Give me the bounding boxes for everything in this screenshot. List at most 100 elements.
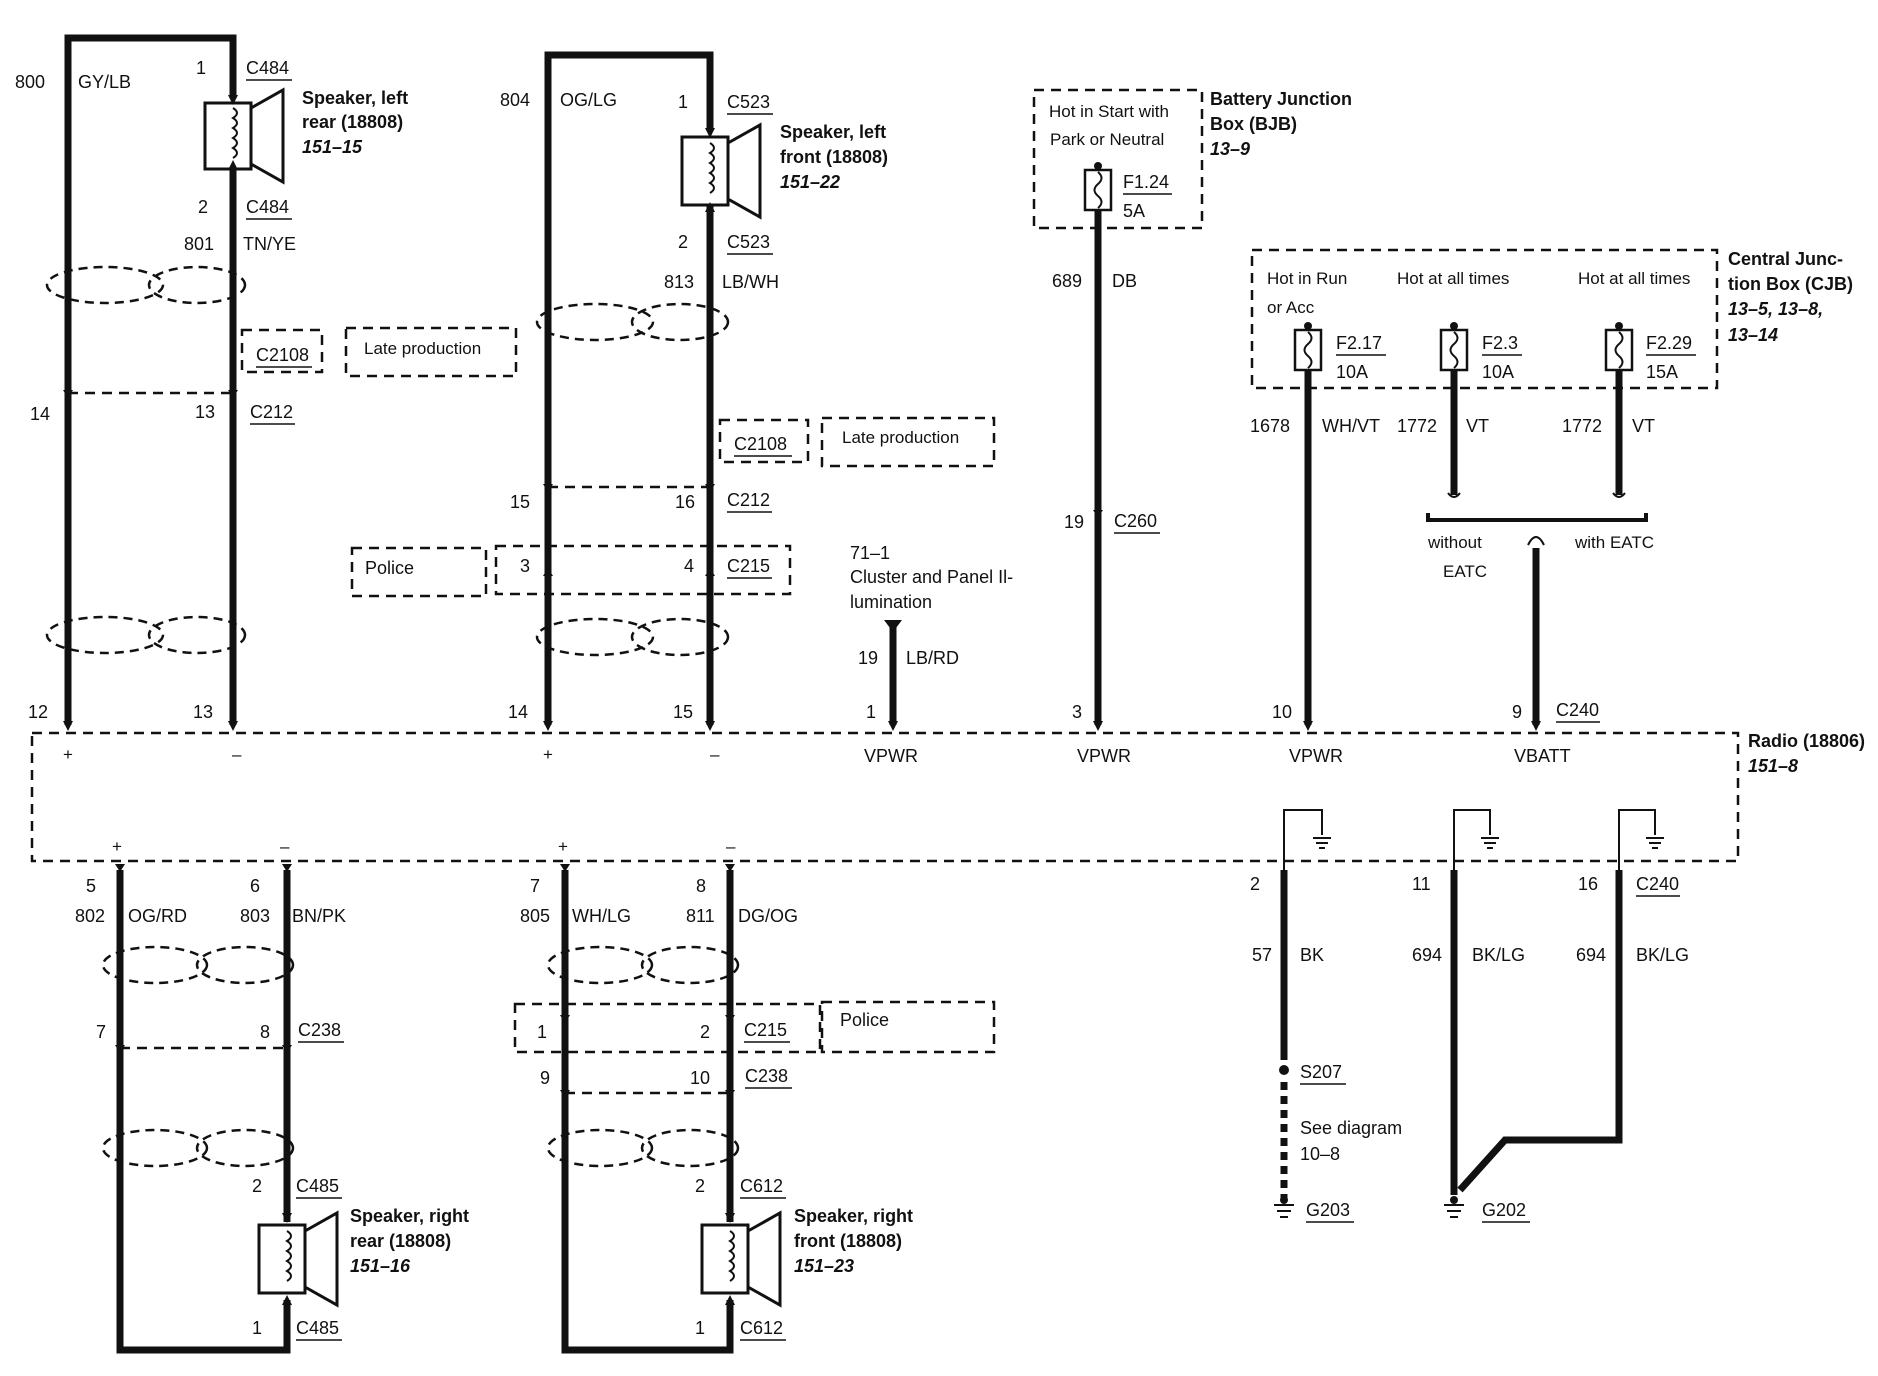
radio-pin: 14 xyxy=(508,702,528,722)
circuit-813-label: 813 xyxy=(664,272,694,292)
pin-label: 9 xyxy=(540,1068,550,1088)
left-front-speaker-circuit xyxy=(350,51,996,725)
speaker-left-rear-name: Speaker, left xyxy=(302,88,408,108)
radio-minus: – xyxy=(710,745,720,764)
radio-pin: 11 xyxy=(1412,874,1431,894)
circuit-804-label: 804 xyxy=(500,90,530,110)
radio-minus: – xyxy=(280,837,290,856)
pin-label: 1 xyxy=(678,92,688,112)
circuit-19-label: 19 xyxy=(858,648,878,668)
radio-pin: 7 xyxy=(530,876,540,896)
radio-plus: + xyxy=(543,745,553,764)
connector-c612-top: C612 xyxy=(740,1176,783,1196)
bjb-ref: 13–9 xyxy=(1210,139,1250,159)
twisted-pair xyxy=(45,615,247,655)
radio-pin: 16 xyxy=(1578,874,1598,894)
wire-color-803: BN/PK xyxy=(292,906,346,926)
radio-minus: – xyxy=(726,837,736,856)
cjb-title2: tion Box (CJB) xyxy=(1728,274,1853,294)
connector-c238: C238 xyxy=(298,1020,341,1040)
pin-label: 4 xyxy=(684,556,694,576)
radio-pin: 15 xyxy=(673,702,693,722)
bjb-note1: Hot in Start with xyxy=(1049,102,1169,121)
radio-plus: + xyxy=(63,745,73,764)
late-production-label: Late production xyxy=(364,339,481,358)
speaker-left-rear-ref: 151–15 xyxy=(302,137,363,157)
fuse-f1-24 xyxy=(1083,162,1113,212)
pin-label: 2 xyxy=(700,1022,710,1042)
wire-color-801: TN/YE xyxy=(243,234,296,254)
fuse-f2-29-label: F2.29 xyxy=(1646,333,1692,353)
wire-color-805: WH/LG xyxy=(572,906,631,926)
wire-color-1772: VT xyxy=(1632,416,1655,436)
wire-805 xyxy=(561,870,734,1354)
fuse-f2-17-rating: 10A xyxy=(1336,362,1368,382)
wire-color-694: BK/LG xyxy=(1472,945,1525,965)
c2108-box xyxy=(718,418,810,464)
see-diagram-line1: See diagram xyxy=(1300,1118,1402,1138)
pin-label: 13 xyxy=(195,402,215,422)
radio-pin: 3 xyxy=(1072,702,1082,722)
radio-terminal: VBATT xyxy=(1514,746,1571,766)
wire-color-1678: WH/VT xyxy=(1322,416,1380,436)
connector-c260: C260 xyxy=(1114,511,1157,531)
connector-c484-bottom: C484 xyxy=(246,197,289,217)
wire-color-57: BK xyxy=(1300,945,1324,965)
police-box xyxy=(350,546,488,598)
speaker-right-front-name2: front (18808) xyxy=(794,1231,902,1251)
radio-pin: 2 xyxy=(1250,874,1260,894)
pin-label: 2 xyxy=(695,1176,705,1196)
pin-label: 1 xyxy=(695,1318,705,1338)
ground-g202-label: G202 xyxy=(1482,1200,1526,1220)
connector-c212: C212 xyxy=(727,490,770,510)
speaker-right-front-ref: 151–23 xyxy=(794,1256,854,1276)
wire-color-804: OG/LG xyxy=(560,90,617,110)
connector-c2108: C2108 xyxy=(256,345,309,365)
police-box-lower xyxy=(820,1000,996,1054)
circuit-1772-label: 1772 xyxy=(1562,416,1602,436)
wire-color-689: DB xyxy=(1112,271,1137,291)
speaker-left-front-name2: front (18808) xyxy=(780,147,888,167)
connector-c485-bottom: C485 xyxy=(296,1318,339,1338)
circuit-811-label: 811 xyxy=(686,906,715,926)
radio-terminal: VPWR xyxy=(864,746,918,766)
circuit-802-label: 802 xyxy=(75,906,105,926)
without-eatc-label1: without xyxy=(1427,533,1482,552)
late-production-box xyxy=(344,326,518,378)
connector-c212: C212 xyxy=(250,402,293,422)
ground-symbol-g203 xyxy=(1274,1196,1294,1218)
connector-c612-bottom: C612 xyxy=(740,1318,783,1338)
circuit-1772-label: 1772 xyxy=(1397,416,1437,436)
speaker-right-rear-name2: rear (18808) xyxy=(350,1231,451,1251)
radio-pin: 9 xyxy=(1512,702,1522,722)
fuse-f2-3-label: F2.3 xyxy=(1482,333,1518,353)
pin-label: 2 xyxy=(198,197,208,217)
bjb-title1: Battery Junction xyxy=(1210,89,1352,109)
speaker-right-front xyxy=(700,1210,782,1308)
speaker-right-front-name: Speaker, right xyxy=(794,1206,913,1226)
wire-color-811: DG/OG xyxy=(738,906,798,926)
radio-plus: + xyxy=(112,837,122,856)
cjb-ref2: 13–14 xyxy=(1728,325,1778,345)
circuit-1678-label: 1678 xyxy=(1250,416,1290,436)
connector-c523-top: C523 xyxy=(727,92,770,112)
fuse-f2-17-label: F2.17 xyxy=(1336,333,1382,353)
circuit-694-label: 694 xyxy=(1576,945,1606,965)
circuit-801-label: 801 xyxy=(184,234,214,254)
c215-box-lower xyxy=(513,1002,822,1054)
radio-name: Radio (18806) xyxy=(1748,731,1865,751)
radio-pin: 8 xyxy=(696,876,706,896)
pin-label: 14 xyxy=(30,404,50,424)
cjb-f1-note2: or Acc xyxy=(1267,298,1315,317)
cjb-ref1: 13–5, 13–8, xyxy=(1728,299,1823,319)
pin-label: 3 xyxy=(520,556,530,576)
twisted-pair xyxy=(535,617,730,657)
radio-ref: 151–8 xyxy=(1748,756,1798,776)
c2108-box xyxy=(240,328,324,374)
connector-c485-top: C485 xyxy=(296,1176,339,1196)
speaker-left-front xyxy=(680,122,762,220)
ground-g203-label: G203 xyxy=(1306,1200,1350,1220)
pin-label: 1 xyxy=(196,58,206,78)
right-front-speaker-circuit xyxy=(513,864,996,1354)
police-label: Police xyxy=(840,1010,889,1030)
